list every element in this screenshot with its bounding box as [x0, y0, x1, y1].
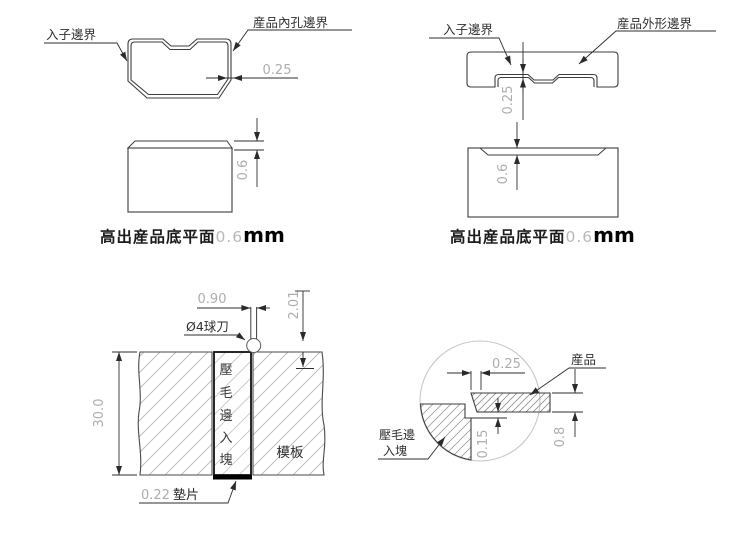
insert-char-5: 塊: [219, 452, 232, 468]
mold-plate-left-section: [137, 351, 213, 476]
figure-mid-left: 0.6: [126, 118, 264, 213]
insert-leader: [378, 436, 446, 460]
shim-value: 0.22: [141, 488, 170, 503]
shim-text: 墊片: [173, 488, 199, 503]
insert-char-1: 壓: [219, 363, 232, 378]
product-label: 産品: [571, 352, 596, 367]
shim-label: 0.22 墊片: [139, 480, 237, 504]
thickness-dimension: 0.8: [552, 369, 583, 447]
plate-height-value: 30.0: [92, 399, 107, 428]
height-dimension: 0.6: [496, 122, 520, 190]
block-top-face: [126, 140, 233, 149]
burr-press-insert-block: [213, 351, 252, 476]
caption-left: 高出産品底平面0.6mm: [100, 223, 285, 247]
ball-cutter-circle: [246, 338, 262, 353]
product-inner-hole-label: 産品內孔邊界: [253, 15, 329, 30]
insert-block-vertical-text: 壓 毛 邊 入 塊: [219, 363, 232, 468]
ball-cutter-label: Ø4球刀: [186, 319, 229, 334]
figure-top-right: 入子邊界 産品外形邊界 0.25: [429, 16, 716, 120]
insert-label: 壓毛邊 入塊: [378, 428, 446, 460]
mold-plate-label: 模板: [277, 445, 304, 461]
caption-right-text: 高出産品底平面: [450, 228, 566, 246]
caption-left-value: 0.6: [215, 228, 244, 246]
block-recess-line: [479, 147, 607, 156]
product-outer-shape-outline: [497, 76, 595, 87]
insert-boundary-label: 入子邊界: [46, 27, 97, 42]
figure-bottom-left: 0.90 2.01 Ø4球刀 30.0 壓 毛 邊 入 塊 模板: [92, 291, 326, 504]
caption-right-unit: mm: [593, 223, 635, 247]
product-section: [470, 392, 551, 413]
slot-width-dimension: 0.90: [197, 292, 270, 311]
burr-press-insert-section: [419, 403, 472, 461]
offset-dimension-value: 0.25: [492, 357, 521, 372]
height-dimension-value: 0.6: [236, 160, 251, 181]
product-outer-shape-label: 産品外形邊界: [617, 16, 693, 31]
height-dimension-value: 0.6: [496, 164, 511, 185]
step-dimension-value: 0.15: [476, 430, 491, 459]
ball-cutter-leader: [184, 332, 246, 341]
gap-dimension-value: 0.25: [263, 63, 292, 78]
block-body: [467, 147, 619, 218]
product-inner-hole-outline: [130, 41, 229, 96]
gap-dimension-value: 0.25: [501, 86, 516, 115]
shim-leader: [139, 480, 237, 504]
product-outer-shape-leader: [578, 30, 716, 65]
thickness-dimension-value: 0.8: [553, 427, 568, 448]
block-body: [127, 147, 233, 213]
mold-plate-right-section: [252, 351, 326, 476]
caption-left-text: 高出産品底平面: [100, 228, 216, 246]
depth-dimension-value: 2.01: [287, 291, 302, 320]
gap-dimension: 0.25: [206, 63, 298, 81]
product-inner-hole-leader: [232, 29, 352, 52]
height-dimension: 0.6: [234, 118, 264, 187]
slot-width-value: 0.90: [198, 292, 227, 307]
cutter-slot-fill: [250, 306, 257, 340]
figure-mid-right: 0.6: [467, 122, 619, 218]
step-dimension: 0.15: [471, 398, 507, 458]
insert-label-line2: 入塊: [383, 443, 407, 458]
insert-label-line1: 壓毛邊: [379, 428, 415, 442]
product-leader: [529, 367, 606, 396]
depth-dimension: 2.01: [287, 291, 314, 369]
insert-boundary-outline: [127, 38, 232, 99]
insert-char-3: 邊: [219, 409, 232, 424]
caption-right-value: 0.6: [565, 228, 594, 246]
insert-char-4: 入: [219, 431, 232, 446]
insert-boundary-leader: [44, 42, 128, 62]
caption-right: 高出産品底平面0.6mm: [450, 223, 635, 247]
offset-dimension: 0.25: [447, 357, 525, 390]
insert-boundary-leader: [429, 37, 512, 66]
plate-height-dimension: 30.0: [92, 351, 137, 476]
figure-top-left: 入子邊界 産品內孔邊界 0.25: [44, 15, 352, 99]
gap-dimension: 0.25: [501, 42, 526, 120]
caption-left-unit: mm: [243, 223, 285, 247]
shim-strip: [213, 475, 252, 480]
insert-boundary-outline: [466, 51, 619, 88]
insert-boundary-label: 入子邊界: [443, 22, 494, 37]
insert-char-2: 毛: [219, 386, 232, 401]
figure-bottom-right: 0.25 0.15 0.8 産品 壓毛邊 入塊: [378, 340, 606, 462]
